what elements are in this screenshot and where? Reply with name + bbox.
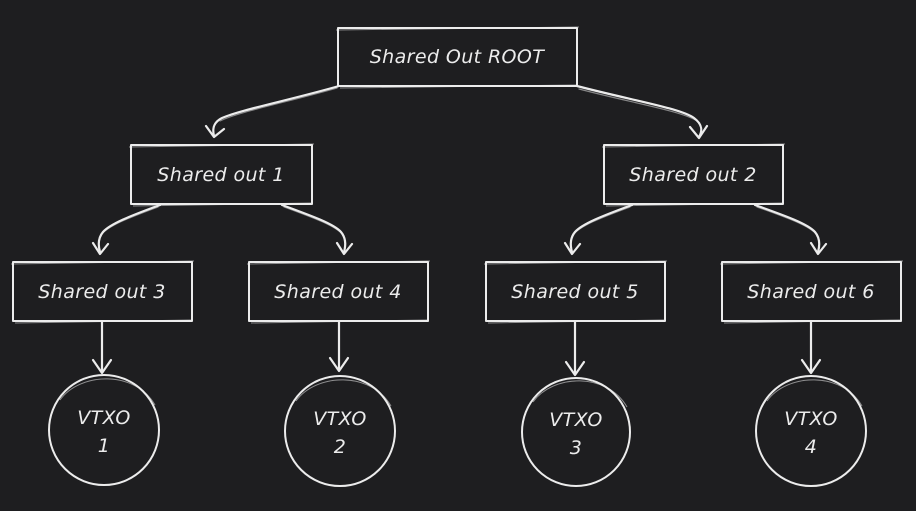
node-label: Shared Out ROOT: [370, 46, 546, 68]
node-label: Shared out 1: [157, 164, 284, 186]
node-label: Shared out 4: [274, 281, 401, 303]
edge-shared-out-3-to-vtxo-1: [91, 320, 113, 375]
node-label-line1: VTXO: [77, 407, 131, 429]
node-shared-out-root: Shared Out ROOT: [335, 26, 580, 89]
edge-shared-out-4-to-vtxo-2: [328, 320, 350, 373]
node-label-line2: 2: [334, 436, 347, 458]
node-shared-out-3: Shared out 3: [10, 260, 195, 324]
edge-shared-out-2-to-shared-out-5: [563, 203, 634, 256]
edge-root-to-shared-out-2: [575, 84, 709, 140]
node-vtxo-2: VTXO 2: [284, 375, 396, 487]
node-shared-out-1: Shared out 1: [128, 143, 315, 207]
node-label-line1: VTXO: [784, 408, 838, 430]
edge-shared-out-6-to-vtxo-4: [800, 320, 822, 375]
edge-root-to-shared-out-1: [204, 84, 341, 139]
node-shared-out-5: Shared out 5: [483, 260, 668, 324]
node-label-line2: 4: [805, 436, 818, 458]
node-label-line1: VTXO: [313, 408, 367, 430]
node-label-line1: VTXO: [549, 409, 603, 431]
node-vtxo-1: VTXO 1: [48, 374, 160, 486]
node-label: Shared out 5: [511, 281, 638, 303]
edge-shared-out-2-to-shared-out-6: [753, 203, 828, 256]
node-label-line2: 3: [570, 437, 583, 459]
node-label: Shared out 3: [38, 281, 165, 303]
node-label: Shared out 2: [629, 164, 756, 186]
node-shared-out-6: Shared out 6: [719, 260, 904, 324]
edge-shared-out-1-to-shared-out-3: [91, 203, 162, 256]
node-shared-out-2: Shared out 2: [601, 143, 786, 207]
node-vtxo-3: VTXO 3: [521, 377, 631, 487]
node-vtxo-4: VTXO 4: [755, 375, 867, 487]
node-shared-out-4: Shared out 4: [246, 260, 431, 324]
node-label-line2: 1: [98, 435, 111, 457]
node-label: Shared out 6: [747, 281, 874, 303]
edge-shared-out-5-to-vtxo-3: [564, 320, 586, 377]
edge-shared-out-1-to-shared-out-4: [280, 203, 354, 256]
